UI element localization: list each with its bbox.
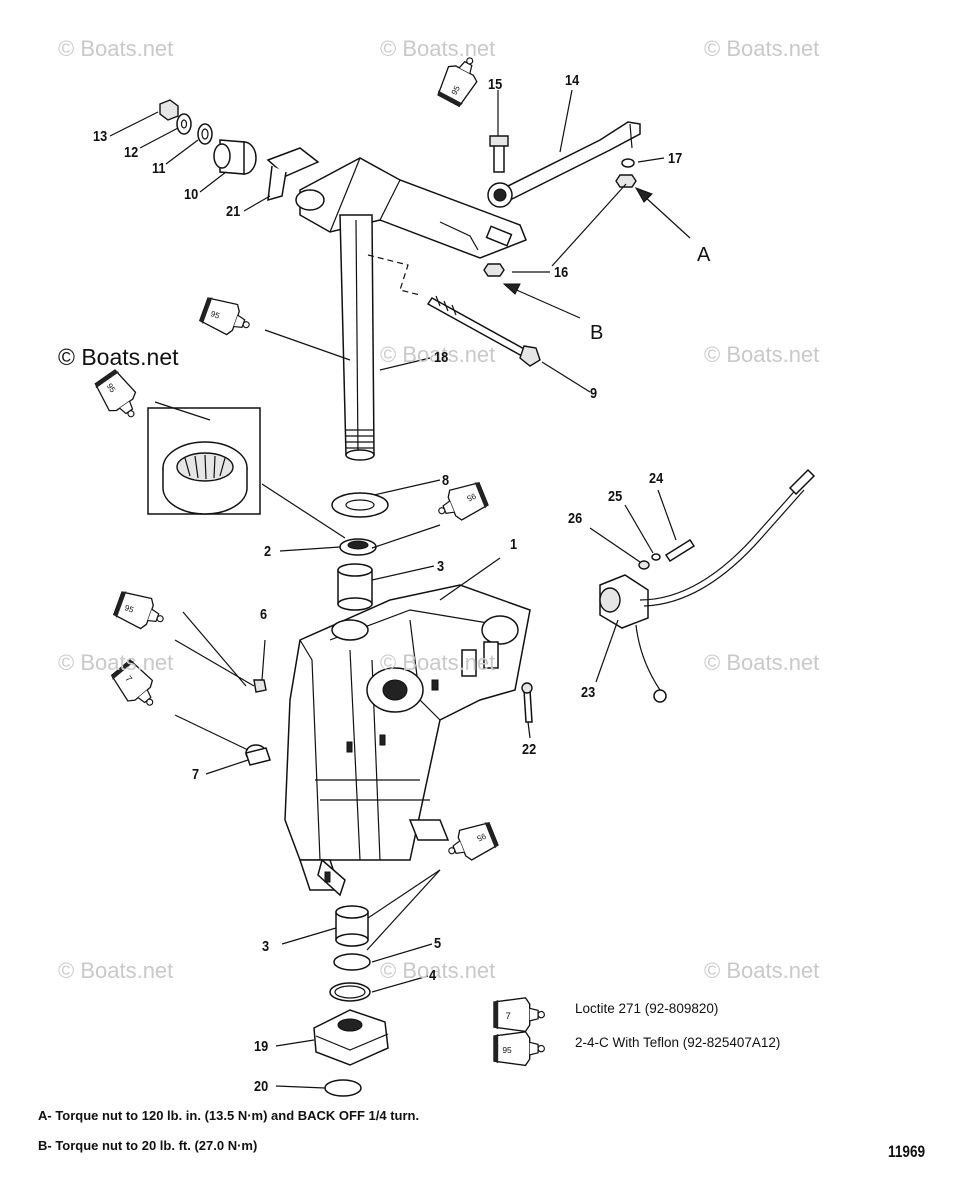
- callout-15: 15: [488, 76, 503, 93]
- long-bolt: [426, 295, 541, 367]
- legend-grease-tube-icon: [493, 1031, 546, 1067]
- callout-13: 13: [93, 128, 108, 145]
- assembly-dashed-line-18: [367, 254, 421, 296]
- trim-sender: [599, 468, 816, 703]
- watermark: © Boats.net: [380, 36, 496, 61]
- callout-9: 9: [590, 385, 598, 402]
- watermark: © Boats.net: [58, 650, 174, 675]
- callout-21: 21: [226, 203, 241, 220]
- callout-11: 11: [152, 160, 166, 177]
- lower-sleeve: [335, 905, 369, 947]
- watermark: © Boats.net: [380, 342, 496, 367]
- watermark: © Boats.net: [704, 342, 820, 367]
- thrust-washer: [331, 492, 389, 518]
- watermark: © Boats.net: [380, 958, 496, 983]
- callout-5: 5: [434, 935, 442, 952]
- steering-arm-head: [295, 157, 527, 259]
- detail-letter-a: A: [697, 244, 711, 266]
- nut: [159, 99, 179, 121]
- callout-1: 1: [510, 536, 518, 553]
- callout-16: 16: [554, 264, 569, 281]
- steering-link-rod: [487, 121, 641, 208]
- torque-note-b: B- Torque nut to 20 lb. ft. (27.0 N·m): [38, 1138, 258, 1153]
- watermark: © Boats.net: [704, 650, 820, 675]
- callout-23: 23: [581, 684, 596, 701]
- callout-8: 8: [442, 472, 450, 489]
- locknut-upper: [615, 174, 637, 188]
- legend-loctite-label: Loctite 271 (92-809820): [575, 1001, 719, 1016]
- grease-tube-icon: [91, 367, 147, 427]
- callout-25: 25: [608, 488, 623, 505]
- swivel-bracket: [284, 584, 531, 897]
- callout-14: 14: [565, 72, 580, 89]
- bearing-detail-inset: [147, 407, 261, 515]
- callout-22: 22: [522, 741, 537, 758]
- bushing: [213, 139, 257, 175]
- callout-24: 24: [649, 470, 664, 487]
- leader-lines: [109, 89, 677, 1089]
- watermark: © Boats.net: [380, 650, 496, 675]
- detail-letter-b: B: [590, 322, 604, 344]
- grease-tube-icon: [197, 293, 256, 342]
- lower-yoke: [313, 1009, 389, 1066]
- flat-washer: [176, 113, 192, 135]
- callout-6: 6: [260, 606, 268, 623]
- sender-washer-25: [651, 553, 661, 561]
- grease-tube-icon: [111, 587, 170, 636]
- steering-shaft: [339, 214, 375, 461]
- callout-7: 7: [192, 766, 200, 783]
- sender-washer-26: [638, 560, 650, 570]
- bolt: [489, 135, 509, 173]
- legend-loctite-tube-icon: [493, 997, 546, 1033]
- callout-3: 3: [437, 558, 445, 575]
- o-ring: [333, 953, 371, 971]
- callout-19: 19: [254, 1038, 269, 1055]
- grease-tube-icon: [442, 818, 501, 868]
- sender-screw: [664, 538, 696, 563]
- watermark: © Boats.net: [58, 958, 174, 983]
- callout-4: 4: [429, 967, 437, 984]
- callout-2: 2: [264, 543, 272, 560]
- snap-ring: [324, 1079, 362, 1097]
- watermark: © Boats.net: [704, 958, 820, 983]
- callout-18: 18: [434, 349, 449, 366]
- upper-sleeve: [337, 563, 373, 611]
- callout-20: 20: [254, 1078, 269, 1095]
- detail-arrows: [502, 187, 691, 319]
- small-bushing: [245, 744, 271, 766]
- locknut-lower: [483, 263, 505, 277]
- legend-grease-label: 2-4-C With Teflon (92-825407A12): [575, 1035, 781, 1050]
- callout-3-lower: 3: [262, 938, 270, 955]
- callout-26: 26: [568, 510, 583, 527]
- torque-note-a: A- Torque nut to 120 lb. in. (13.5 N·m) …: [38, 1108, 420, 1123]
- washer: [197, 123, 213, 145]
- small-washer: [621, 158, 635, 168]
- callout-12: 12: [124, 144, 139, 161]
- callout-10: 10: [184, 186, 199, 203]
- grease-fitting: [253, 679, 267, 693]
- watermark: © Boats.net: [58, 36, 174, 61]
- figure-number: 11969: [888, 1142, 926, 1161]
- tab-washer: [266, 147, 320, 202]
- bearing: [339, 538, 377, 556]
- callout-17: 17: [668, 150, 683, 167]
- watermark: © Boats.net: [704, 36, 820, 61]
- screw: [521, 682, 533, 723]
- watermark-dark: © Boats.net: [58, 344, 179, 370]
